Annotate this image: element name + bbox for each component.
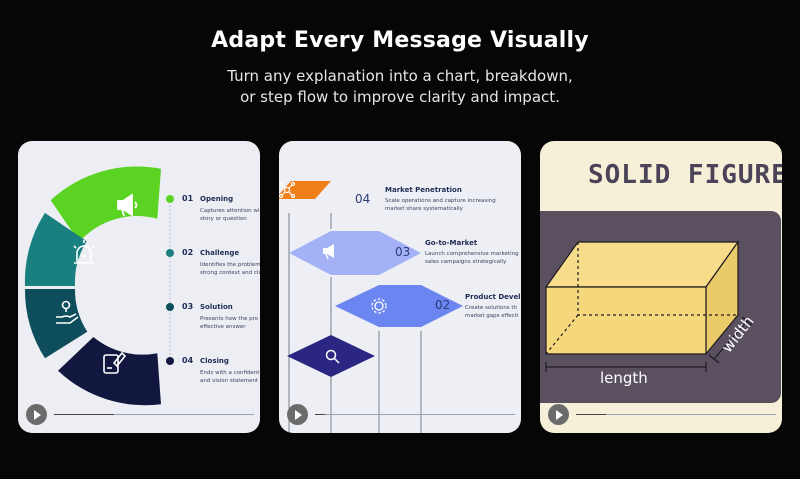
- step-dot: [166, 195, 174, 203]
- segmented-arc-chart: [24, 166, 171, 406]
- video-progress-bar[interactable]: [576, 413, 776, 415]
- video-progress-fill: [576, 413, 606, 415]
- video-card-solid-figure[interactable]: SOLID FIGURE length width: [540, 141, 782, 433]
- width-dimension-line: [708, 316, 753, 364]
- document-edit-icon: [103, 351, 127, 374]
- subtitle-line-2: or step flow to improve clarity and impa…: [240, 88, 560, 106]
- megaphone-icon: [117, 193, 138, 217]
- step-dot: [166, 249, 174, 257]
- step-dot: [166, 357, 174, 365]
- step-title: Opening: [200, 195, 234, 203]
- step-number: 04: [182, 356, 194, 365]
- magnifier-icon: [325, 349, 340, 364]
- step-title: Closing: [200, 357, 229, 365]
- step-title: Go-to-Market: [425, 239, 478, 247]
- video-progress-fill: [54, 413, 114, 415]
- diamond-step-04: [279, 181, 331, 199]
- siren-icon: [73, 240, 95, 264]
- network-icon: [279, 181, 296, 199]
- megaphone-icon: [323, 244, 334, 260]
- step-number: 01: [182, 194, 194, 203]
- step-number: 03: [395, 245, 411, 259]
- diamond-step-03: [289, 231, 421, 275]
- length-dimension-line: [545, 362, 707, 372]
- slide-title: SOLID FIGURE: [588, 160, 782, 190]
- step-title: Solution: [200, 303, 233, 311]
- video-progress-bar[interactable]: [315, 413, 515, 415]
- play-button[interactable]: [287, 404, 308, 425]
- step-number: 02: [182, 248, 194, 257]
- arc-segment-challenge: [24, 212, 87, 286]
- length-label: length: [600, 369, 648, 387]
- play-button[interactable]: [26, 404, 47, 425]
- step-title: Product Develop: [465, 293, 521, 301]
- video-progress-bar[interactable]: [54, 413, 254, 415]
- arc-segment-opening: [50, 166, 162, 242]
- video-card-go-to-market[interactable]: 04 Market Penetration Scale operations a…: [279, 141, 521, 433]
- gear-icon: [371, 298, 387, 314]
- arc-segment-closing: [58, 337, 161, 406]
- cuboid-diagram: [540, 211, 781, 403]
- cuboid-shape: [544, 240, 740, 356]
- diamond-step-base: [287, 335, 375, 377]
- step-number: 03: [182, 302, 194, 311]
- step-dot: [166, 303, 174, 311]
- step-title: Market Penetration: [385, 186, 462, 194]
- step-number: 04: [355, 192, 371, 206]
- diamond-step-02: [335, 285, 463, 327]
- staircase-diamond-chart: [279, 181, 463, 433]
- play-button[interactable]: [548, 404, 569, 425]
- step-title: Challenge: [200, 249, 240, 257]
- video-progress-fill: [315, 413, 325, 415]
- step-number: 02: [435, 298, 451, 312]
- page-subtitle: Turn any explanation into a chart, break…: [0, 66, 800, 108]
- hand-location-icon: [56, 300, 79, 324]
- page-title: Adapt Every Message Visually: [211, 28, 589, 53]
- subtitle-line-1: Turn any explanation into a chart, break…: [227, 67, 573, 85]
